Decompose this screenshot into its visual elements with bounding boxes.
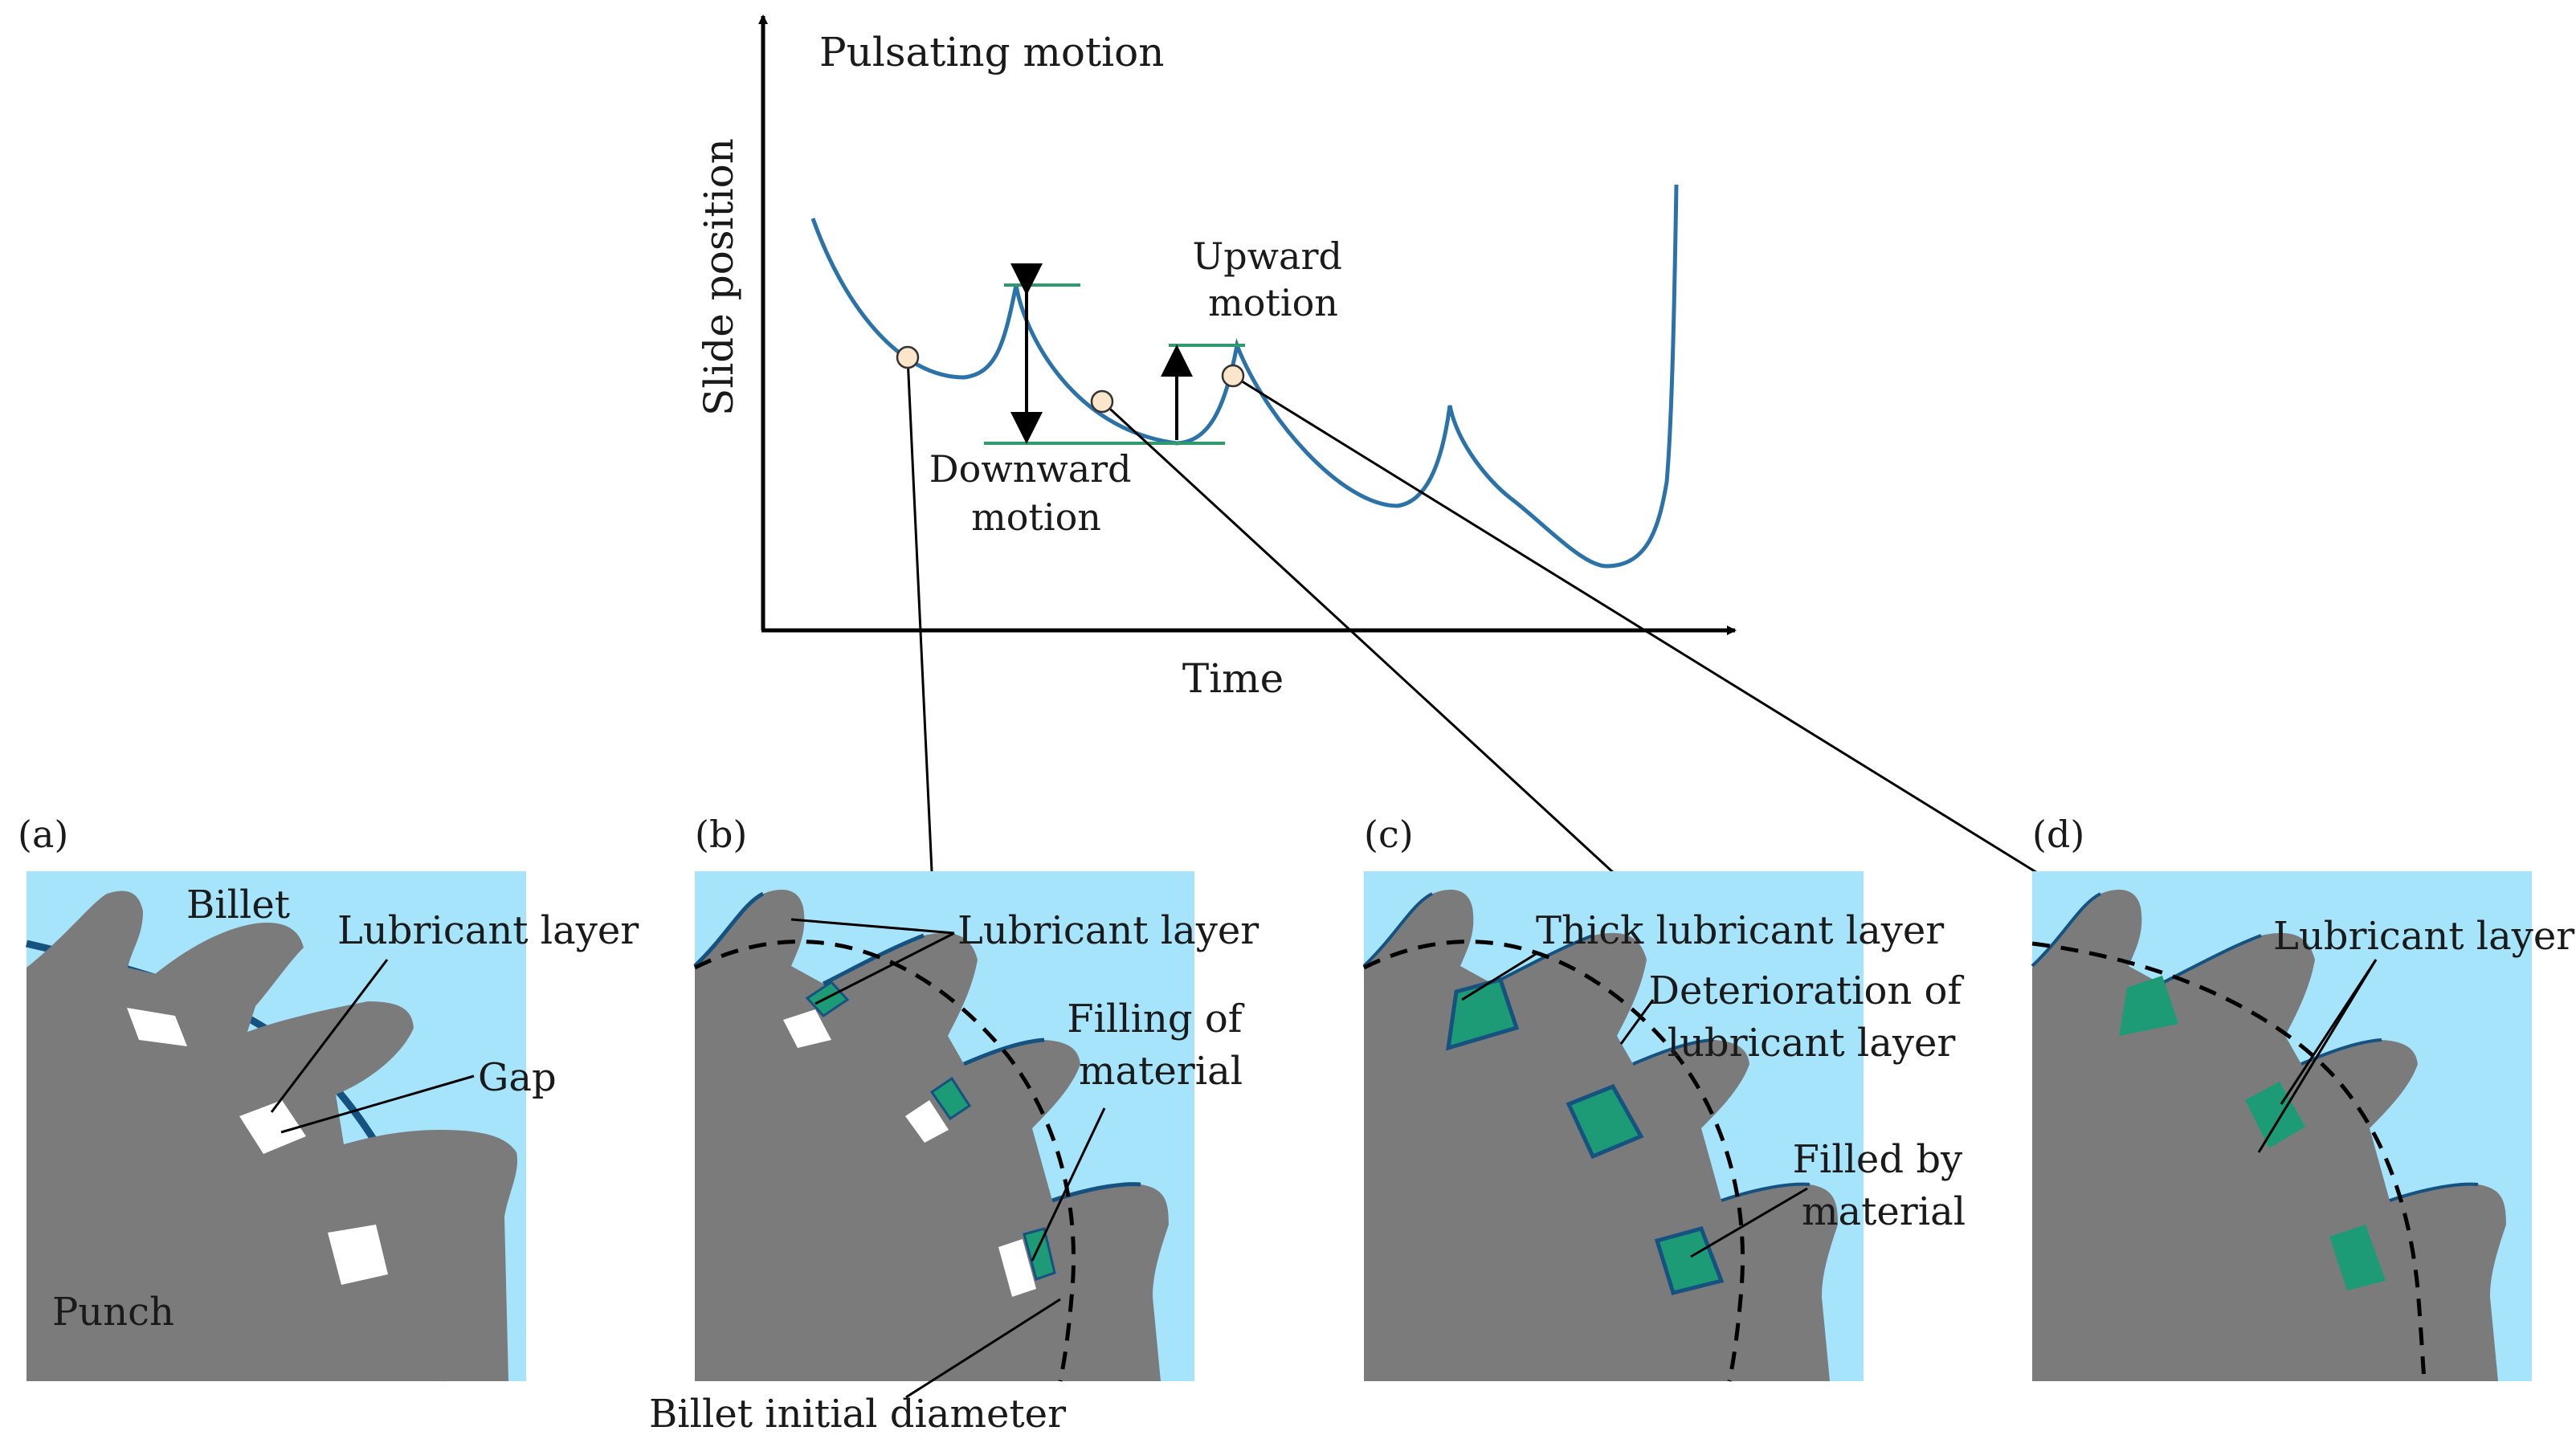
panel-a-gap-1 (127, 1008, 187, 1046)
panel-c-deterioration-leader (1619, 999, 1655, 1045)
panel-c-filled-label: Filled by material (1793, 1137, 1975, 1234)
panel-a: (a) Billet Lubricant layer Gap Punch (18, 813, 639, 1382)
panel-d-lubricant-label: Lubricant layer (2273, 914, 2574, 959)
connector-b (906, 357, 933, 872)
panel-b-gap-2 (905, 1100, 949, 1143)
panel-c-filled-leader (1690, 1187, 1808, 1258)
y-axis-label: Slide position (696, 138, 742, 416)
panel-a-gap-label: Gap (478, 1055, 557, 1100)
panel-b-fill-2 (929, 1076, 972, 1121)
panel-a-billet-label: Billet (186, 883, 290, 927)
panel-c-initial-diameter-arc (1362, 940, 1745, 1382)
panel-c-thick-leader (1461, 952, 1537, 1001)
panel-b-diameter-label: Billet initial diameter (649, 1392, 1066, 1437)
panel-b: (b) Lubricant layer Filling of material … (649, 813, 1259, 1437)
panel-c-deterioration-label: Deterioration of lubricant layer (1649, 968, 1974, 1066)
panel-d: (d) Lubricant layer (2031, 813, 2574, 1382)
slide-position-curve (810, 184, 1679, 569)
marker-b (896, 345, 920, 369)
panel-a-lubricant-label: Lubricant layer (337, 908, 639, 953)
panel-d-fill-1 (2119, 976, 2178, 1036)
panel-c: (c) Thick lubricant layer Deterioration … (1362, 813, 1975, 1382)
downward-label: Downward motion (929, 447, 1143, 539)
panel-b-lubricant-outline (693, 891, 1141, 1203)
panel-a-gap-3 (328, 1225, 388, 1285)
panel-b-gap-1 (783, 1009, 831, 1048)
panel-d-initial-diameter-arc (2031, 941, 2427, 1382)
panel-c-thick-fill-2 (1566, 1083, 1644, 1160)
panel-b-diameter-leader (905, 1298, 1061, 1399)
panel-b-gap-3 (998, 1239, 1036, 1297)
panel-b-filling-label: Filling of material (1067, 997, 1255, 1094)
panel-a-gap-leader (280, 1074, 475, 1134)
panel-d-lubricant-outline (2031, 892, 2479, 1202)
panel-b-tag: (b) (695, 813, 747, 856)
panel-c-thick-label: Thick lubricant layer (1536, 908, 1944, 953)
marker-d (1221, 364, 1245, 388)
panel-a-punch-label: Punch (52, 1290, 174, 1335)
panel-a-lubricant-leader (270, 959, 389, 1113)
panel-b-lubricant-leader-1 (790, 918, 955, 935)
panel-c-thick-fill-3 (1654, 1225, 1725, 1296)
panel-c-tag: (c) (1364, 813, 1414, 856)
upward-label: Upward motion (1192, 234, 1353, 324)
panel-b-filling-leader (1031, 1107, 1106, 1262)
marker-c (1090, 389, 1114, 414)
panel-a-tag: (a) (18, 813, 68, 856)
panel-b-lubricant-leader-2 (814, 931, 955, 1005)
panel-d-tag: (d) (2032, 813, 2084, 856)
panel-a-gap-2 (239, 1100, 306, 1154)
connector-c (1100, 400, 1616, 875)
panel-d-fill-2 (2245, 1082, 2305, 1148)
panel-b-lubricant-label: Lubricant layer (957, 908, 1259, 953)
x-axis-label: Time (1182, 655, 1284, 702)
graph-title: Pulsating motion (819, 29, 1164, 75)
motion-graph: Pulsating motion Slide position Time Dow… (696, 14, 2039, 875)
panel-d-lubricant-leader-2 (2257, 959, 2378, 1153)
panel-c-lubricant-outline (1362, 892, 1811, 1202)
panel-d-fill-3 (2329, 1225, 2386, 1290)
panel-b-initial-diameter-arc (693, 940, 1076, 1382)
panel-b-fill-3 (1023, 1227, 1056, 1281)
connector-d (1232, 374, 2039, 875)
